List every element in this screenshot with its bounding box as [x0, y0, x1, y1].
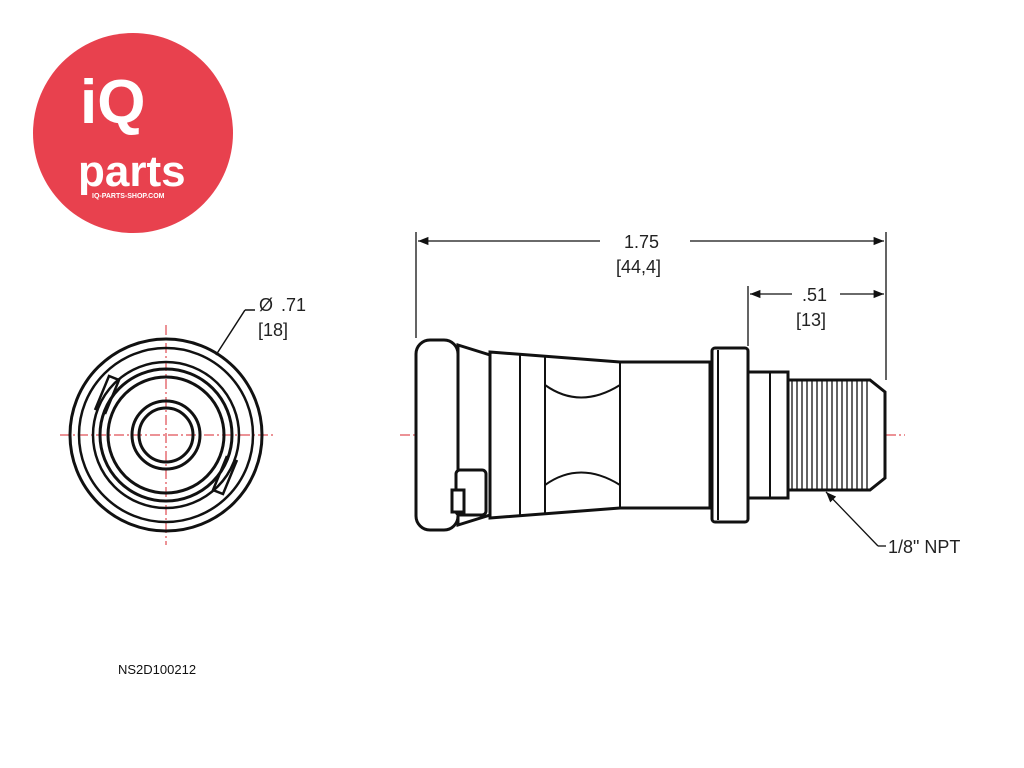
diameter-symbol: Ø: [259, 295, 273, 315]
side-view: [400, 338, 905, 532]
diameter-inch: .71: [281, 295, 306, 315]
iq-parts-logo: iQ parts IQ-PARTS-SHOP.COM: [33, 33, 233, 233]
diameter-mm: [18]: [258, 320, 288, 340]
logo-site: IQ-PARTS-SHOP.COM: [92, 193, 165, 200]
thread-length-mm: [13]: [796, 310, 826, 330]
logo-brand-bottom: parts: [78, 147, 186, 196]
thread-hatch: [791, 380, 868, 490]
thread-length-inch: .51: [802, 285, 827, 305]
dimension-lines: [415, 232, 887, 547]
thread-spec: 1/8" NPT: [888, 537, 960, 557]
overall-length-inch: 1.75: [624, 232, 659, 252]
part-number: NS2D100212: [118, 662, 197, 677]
logo-brand-top: iQ: [80, 68, 145, 137]
overall-length-mm: [44,4]: [616, 257, 661, 277]
end-view: [60, 309, 275, 545]
